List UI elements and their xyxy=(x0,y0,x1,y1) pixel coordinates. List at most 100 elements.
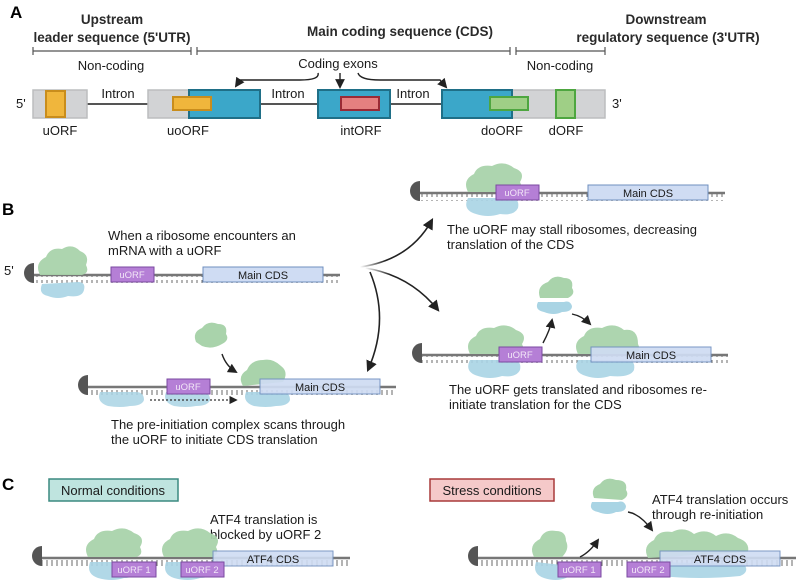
main-cds-label-b: Main CDS xyxy=(238,270,288,282)
arrow-join xyxy=(221,353,238,374)
uorf-box-stall xyxy=(495,184,540,201)
ribosome-small-subunit xyxy=(245,392,290,407)
doorf-box xyxy=(489,96,529,111)
normal-conditions-box xyxy=(48,478,179,502)
ribosome-large-subunit xyxy=(38,246,88,275)
main-cds-box-scan xyxy=(259,378,381,395)
intro-text-2: mRNA with a uORF xyxy=(108,243,221,258)
panel-label-b: B xyxy=(2,200,14,219)
panel-label-c: C xyxy=(2,475,14,494)
arrow-to-reinitiation xyxy=(364,267,440,312)
free-ribosome-small xyxy=(590,501,626,514)
uorf-box-scan xyxy=(166,378,211,395)
reinit-text-2: initiate translation for the CDS xyxy=(449,397,622,412)
free-ribosome-large xyxy=(592,478,628,500)
normal-conditions: Normal conditions ATF4 translation is bl… xyxy=(32,478,350,580)
uorf2-label-normal: uORF 2 xyxy=(185,565,218,576)
main-cds-label-scan: Main CDS xyxy=(295,382,345,394)
panel-a: A Upstream leader sequence (5'UTR) Main … xyxy=(10,3,760,138)
ribosome-small-subunit xyxy=(576,360,635,378)
scanning-complex-1 xyxy=(99,392,144,407)
dorf-box xyxy=(555,89,576,119)
mrna-bases xyxy=(88,388,396,395)
reinit-text-1: The uORF gets translated and ribosomes r… xyxy=(449,382,707,397)
uoorf-box xyxy=(172,96,212,111)
ribosome-large-subunit xyxy=(162,528,218,557)
stress-note-1: ATF4 translation occurs xyxy=(652,492,789,507)
stress-conditions-title: Stress conditions xyxy=(443,483,542,498)
free-ribosome-large xyxy=(539,276,574,298)
five-prime-cap-icon xyxy=(410,181,420,201)
five-prime-label-b: 5' xyxy=(4,263,14,278)
exon-arrow-left xyxy=(234,72,319,88)
uorf1-label-stress: uORF 1 xyxy=(562,565,595,576)
five-prime-cap-icon xyxy=(24,263,34,283)
intron-label-3: Intron xyxy=(396,86,429,101)
five-prime-cap-icon xyxy=(412,343,422,363)
stress-conditions-box xyxy=(429,478,555,502)
main-cds-box-reinit xyxy=(590,346,712,363)
atf4-cds-label-normal: ATF4 CDS xyxy=(247,554,299,566)
uorf-label-reinit: uORF xyxy=(507,350,533,361)
uorf2-box-stress xyxy=(626,561,671,578)
intro-text-1: When a ribosome encounters an xyxy=(108,228,296,243)
uorf2-label-stress: uORF 2 xyxy=(631,565,664,576)
main-cds-box-stall xyxy=(587,184,709,201)
mrna-reinitiation: uORF Main CDS The uORF gets translated a… xyxy=(412,276,728,412)
uorf-label-b: uORF xyxy=(119,270,145,281)
orf-label-doorf: doORF xyxy=(481,123,523,138)
main-cds-label-stall: Main CDS xyxy=(623,188,673,200)
coding-exons-label: Coding exons xyxy=(298,56,378,71)
panel-b: B When a ribosome encounters an mRNA wit… xyxy=(2,163,728,447)
scan-text-1: The pre-initiation complex scans through xyxy=(111,417,345,432)
uorf-box-reinit xyxy=(498,346,543,363)
orf-label-dorf: dORF xyxy=(549,123,584,138)
ribosome-large-subunit xyxy=(532,530,568,557)
uorf-box-b xyxy=(110,266,155,283)
three-prime-label-a: 3' xyxy=(612,96,622,111)
orf-label-uoorf: uoORF xyxy=(167,123,209,138)
stress-conditions: Stress conditions ATF4 translation occur… xyxy=(429,478,796,580)
normal-conditions-title: Normal conditions xyxy=(61,483,166,498)
panel-c: C Normal conditions ATF4 translation is … xyxy=(2,475,796,580)
stress-note-2: through re-initiation xyxy=(652,507,763,522)
uorf-label-stall: uORF xyxy=(504,188,530,199)
exon-arrow-right xyxy=(357,72,448,89)
uorf-label-scan: uORF xyxy=(175,382,201,393)
free-ribosome-large xyxy=(194,322,228,348)
uorf1-box-stress xyxy=(557,561,602,578)
mrna-initial: When a ribosome encounters an mRNA with … xyxy=(4,228,340,298)
downstream-title-2: regulatory sequence (3'UTR) xyxy=(576,30,759,45)
atf4-cds-label-stress: ATF4 CDS xyxy=(694,554,746,566)
arrow-rebind-stress xyxy=(627,511,654,532)
normal-note-1: ATF4 translation is xyxy=(210,512,318,527)
uorf1-label-normal: uORF 1 xyxy=(117,565,150,576)
arrow-to-stall xyxy=(359,218,434,268)
noncoding-label-left: Non-coding xyxy=(78,58,145,73)
upstream-title-1: Upstream xyxy=(81,12,143,27)
five-prime-cap-icon xyxy=(32,546,42,566)
stall-text-2: translation of the CDS xyxy=(447,237,575,252)
mrna-bases xyxy=(420,194,725,201)
arrow-release xyxy=(542,318,556,344)
main-cds-box-b xyxy=(202,266,324,283)
normal-note-2: blocked by uORF 2 xyxy=(210,527,321,542)
mrna-bases xyxy=(34,276,340,283)
uorf2-box-normal xyxy=(180,561,225,578)
orf-label-intorf: intORF xyxy=(340,123,381,138)
scan-text-2: the uORF to initiate CDS translation xyxy=(111,432,318,447)
ribosome-large-subunit xyxy=(86,528,142,557)
five-prime-cap-icon xyxy=(468,546,478,566)
intron-label-2: Intron xyxy=(271,86,304,101)
uorf-box xyxy=(45,90,66,118)
free-ribosome-small xyxy=(536,301,572,314)
intorf-box xyxy=(340,96,380,111)
ribosome-small-subunit xyxy=(468,360,521,378)
cds-region-title: Main coding sequence (CDS) xyxy=(307,24,493,39)
branch-arrows xyxy=(359,218,440,373)
intron-label-1: Intron xyxy=(101,86,134,101)
atf4-cds-box-stress xyxy=(659,550,781,567)
uorf1-box-normal xyxy=(111,561,157,578)
upstream-title-2: leader sequence (5'UTR) xyxy=(33,30,190,45)
